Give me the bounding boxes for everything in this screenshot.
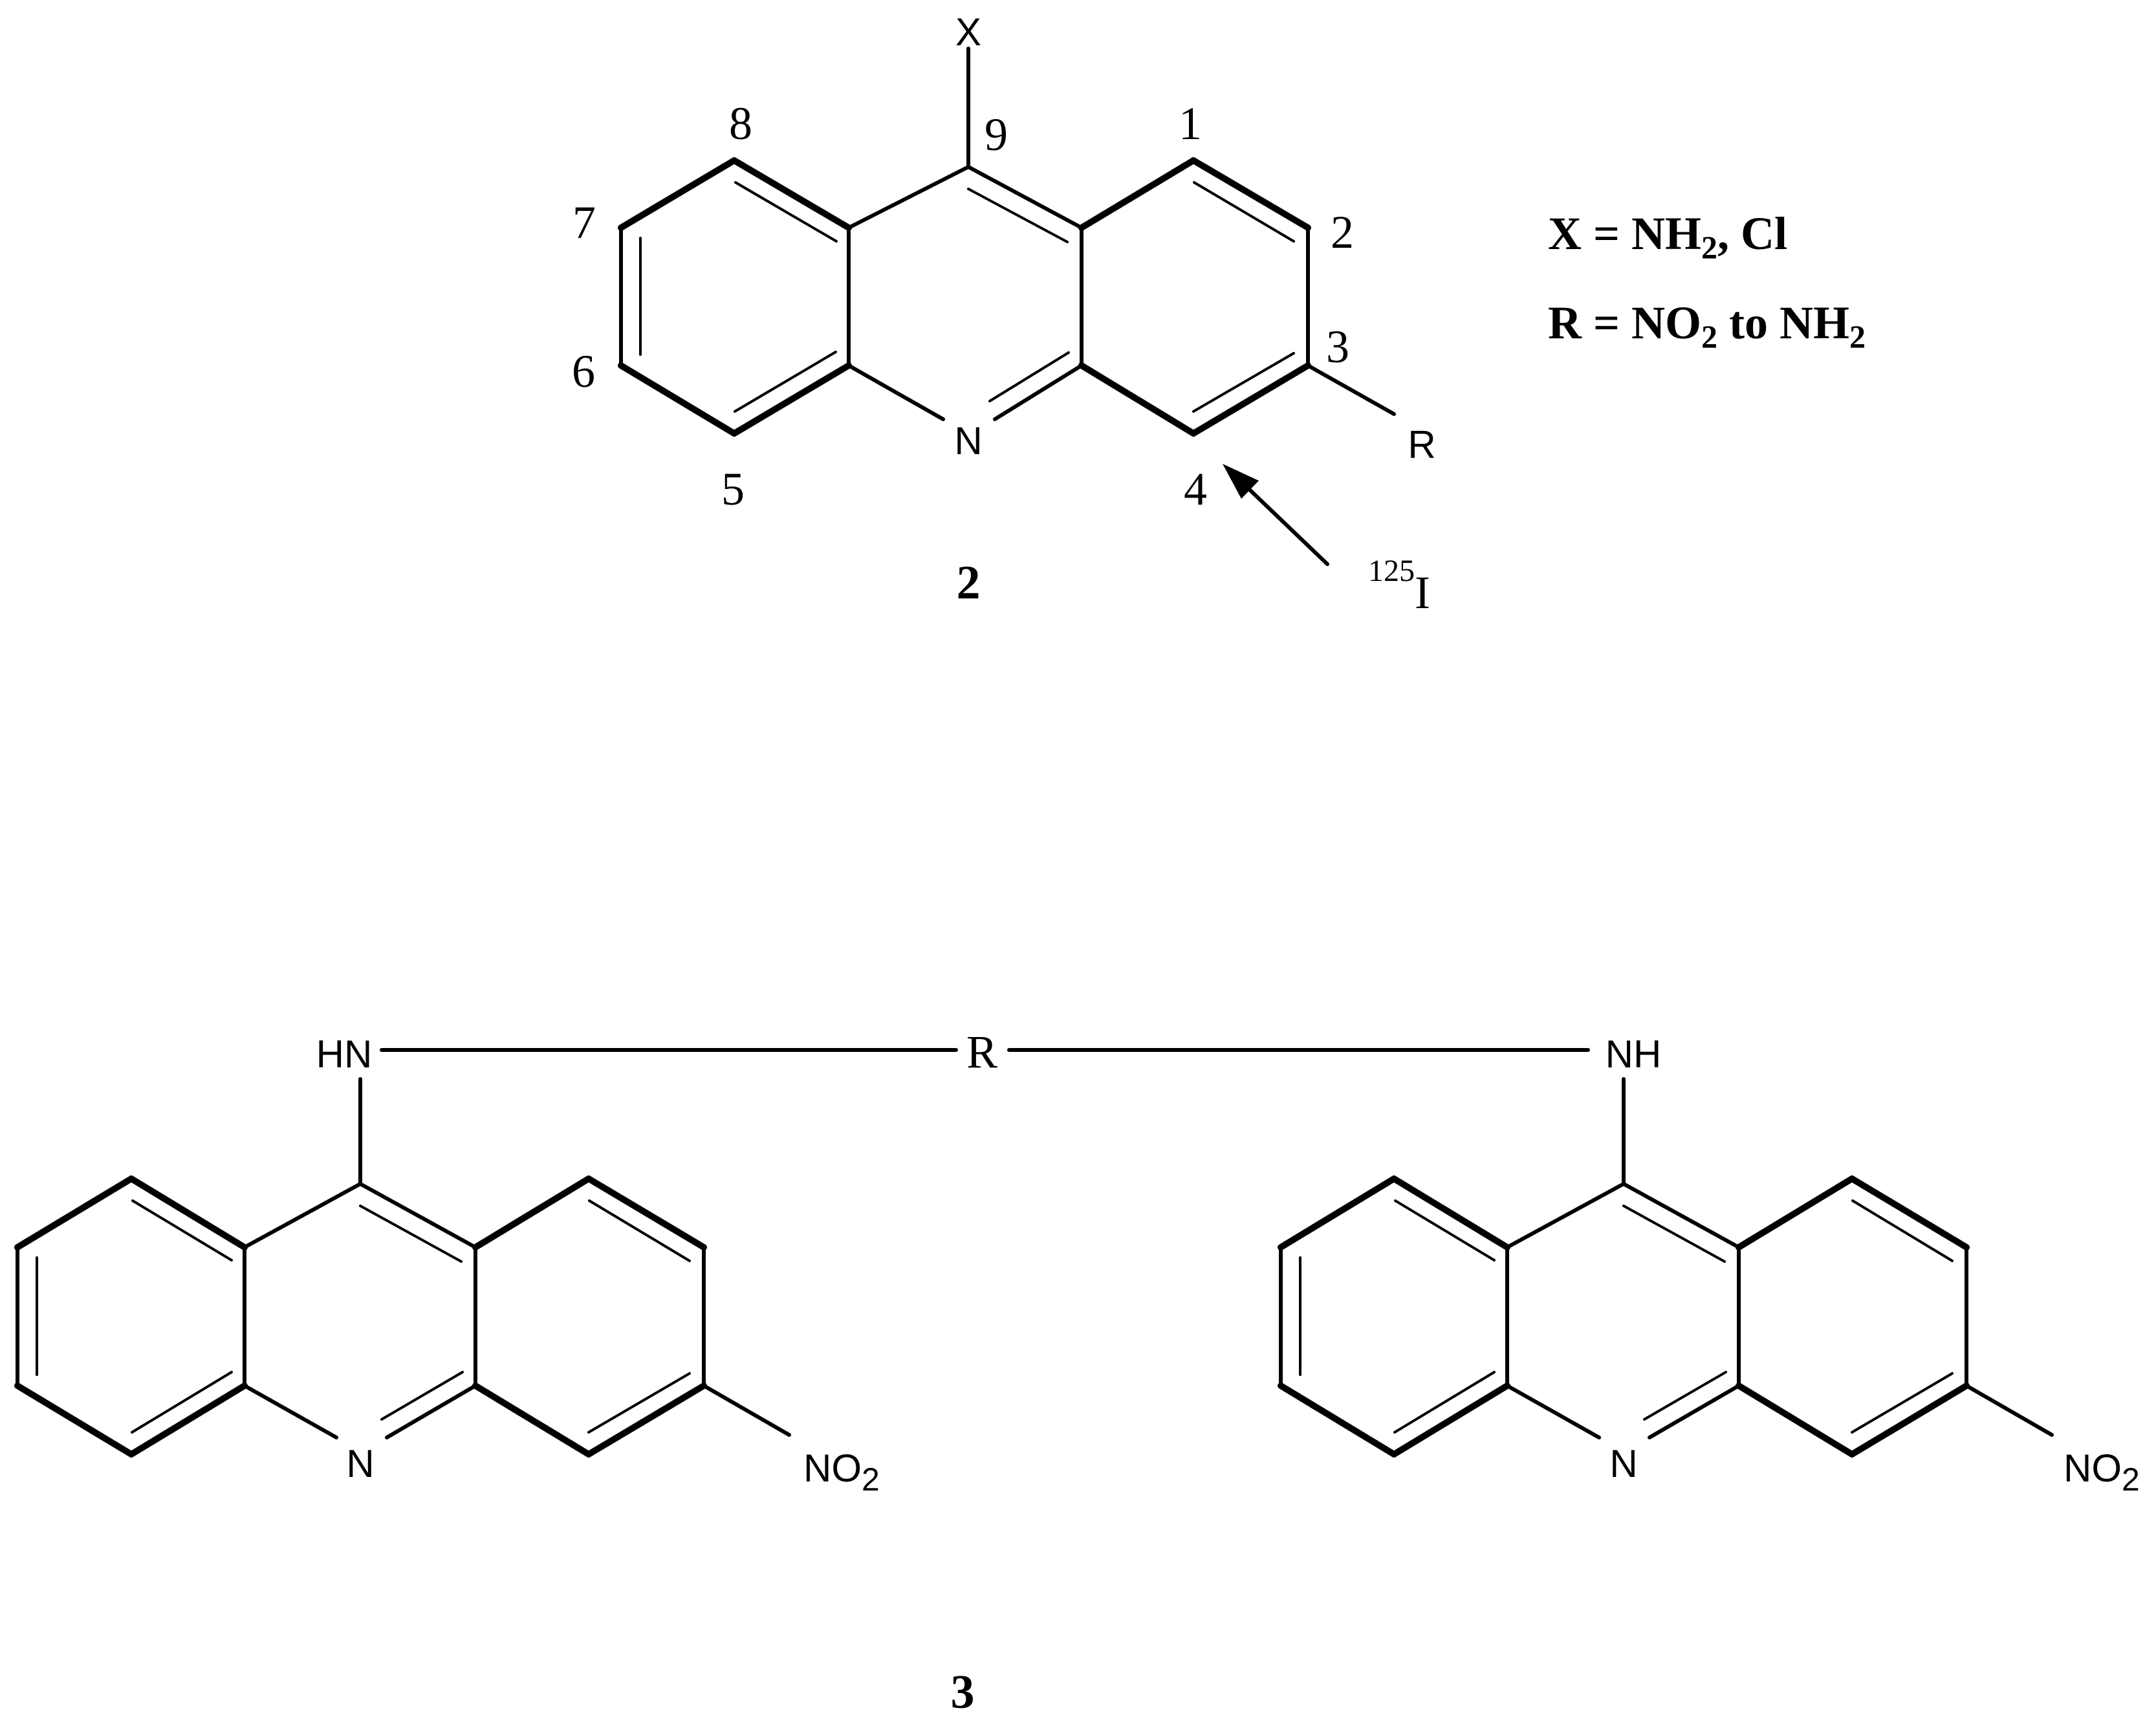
iodination-arrow — [1235, 475, 1329, 566]
bond-4a-5-inner — [734, 351, 837, 413]
bond-7-8 — [618, 157, 737, 231]
substituent-r-label: R — [1408, 423, 1435, 466]
bond-3-r — [1306, 364, 1396, 416]
bond — [1505, 1384, 1601, 1439]
bond — [1622, 1182, 1741, 1249]
bond-inner — [1851, 1372, 1954, 1434]
bond-inner — [380, 1371, 464, 1421]
bond — [243, 1182, 362, 1249]
bond-9-9a — [966, 165, 1083, 230]
position-2-label: 2 — [1331, 206, 1354, 258]
ring-nitrogen-label: N — [954, 419, 982, 463]
bond — [1849, 1175, 1970, 1251]
left-nitroacridine: N NO2 — [14, 1077, 880, 1498]
r-definition: R = NO2 to NH2 — [1548, 297, 1866, 355]
bond-nitro — [1965, 1384, 2054, 1437]
bond — [14, 1175, 135, 1251]
compound-3-label: 3 — [951, 1666, 975, 1719]
position-3-label: 3 — [1326, 321, 1349, 373]
nitro-group-label: NO2 — [2063, 1447, 2140, 1498]
bond-inner — [359, 1205, 463, 1263]
bond — [1391, 1175, 1510, 1251]
bond — [585, 1382, 707, 1458]
bond-inner — [1622, 1205, 1726, 1263]
position-4-label: 4 — [1184, 463, 1207, 515]
position-1-label: 1 — [1179, 98, 1202, 149]
position-8-label: 8 — [729, 98, 752, 149]
bond — [128, 1175, 248, 1251]
bond-8-8a-inner — [734, 181, 838, 243]
bond — [128, 1382, 248, 1458]
bond — [1278, 1382, 1397, 1458]
bond-5-6 — [618, 362, 737, 437]
bond — [1849, 1382, 1970, 1458]
bond — [472, 1382, 592, 1458]
position-5-label: 5 — [721, 463, 745, 515]
bond-8a-9 — [847, 165, 970, 230]
arrowhead-icon — [1223, 464, 1259, 499]
linker-r-label: R — [966, 1026, 997, 1078]
bond — [358, 1182, 477, 1249]
bond — [14, 1382, 135, 1458]
bond-3-4 — [1190, 362, 1311, 437]
bond-nitro — [702, 1384, 791, 1437]
x-definition: X = NH2, Cl — [1548, 208, 1787, 265]
bond-1-9a — [1078, 157, 1197, 231]
bond-inner — [131, 1199, 233, 1262]
bond-inner — [131, 1371, 233, 1434]
bond — [1391, 1382, 1510, 1458]
bond-n-10a — [993, 364, 1083, 421]
bond-inner — [1394, 1199, 1496, 1262]
bond-4a-5 — [731, 362, 852, 437]
bond-inner — [1393, 1371, 1496, 1434]
bond — [1278, 1175, 1397, 1251]
right-amine-label: NH — [1606, 1032, 1662, 1076]
bond-4-10a — [1078, 362, 1197, 437]
bond-n-10a-inner — [988, 351, 1070, 402]
left-amine-label: HN — [316, 1032, 373, 1076]
iodine-125-label: 125I — [1368, 554, 1430, 618]
bond-inner — [588, 1199, 691, 1262]
compound-2-label: 2 — [957, 556, 981, 609]
bond-inner — [1643, 1371, 1727, 1421]
bond-4a-n — [847, 364, 945, 421]
position-7-label: 7 — [572, 197, 596, 248]
substituent-legend: X = NH2, Cl R = NO2 to NH2 — [1548, 208, 1866, 355]
bond-8-8a — [731, 157, 852, 231]
bond — [1505, 1182, 1626, 1249]
bond — [472, 1175, 592, 1251]
bond-inner — [1851, 1199, 1954, 1262]
bond — [243, 1384, 338, 1439]
bond-1-2-inner — [1193, 181, 1295, 243]
bond — [385, 1384, 477, 1439]
structure-3: R HN NH — [14, 1026, 2140, 1719]
bond-1-2 — [1190, 157, 1311, 231]
bond — [1648, 1384, 1741, 1439]
right-nitroacridine: N NO2 — [1278, 1077, 2140, 1498]
ring-nitrogen-label: N — [346, 1442, 374, 1485]
structure-2: X N R 1 2 3 4 5 6 7 8 9 125I 2 — [572, 10, 1436, 618]
ring-nitrogen-label: N — [1609, 1442, 1637, 1485]
bond — [1736, 1175, 1855, 1251]
bond-9-9a-inner — [967, 188, 1069, 243]
position-6-label: 6 — [572, 345, 595, 397]
nitro-group-label: NO2 — [803, 1447, 880, 1498]
bond-inner — [587, 1372, 691, 1434]
bond — [1736, 1382, 1855, 1458]
substituent-x-label: X — [955, 10, 981, 54]
bond-3-4-inner — [1192, 352, 1295, 413]
bond — [585, 1175, 707, 1251]
position-9-label: 9 — [985, 109, 1008, 160]
